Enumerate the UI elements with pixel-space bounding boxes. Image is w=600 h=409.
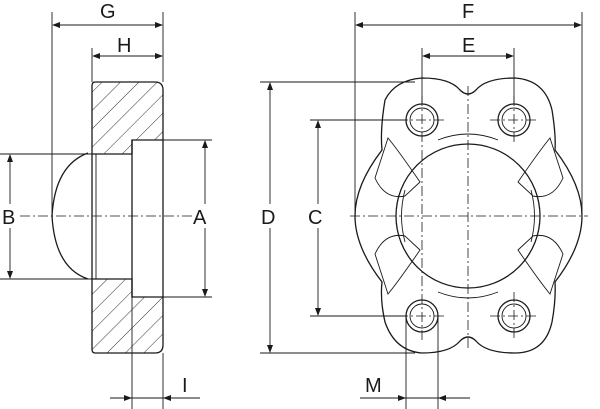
label-e: E <box>462 35 475 57</box>
label-a: A <box>193 207 207 229</box>
label-i: I <box>182 375 188 397</box>
front-view: F E D C M <box>260 1 588 409</box>
side-view: G H B A I <box>0 1 212 409</box>
pad-facet-upper-right <box>517 137 564 198</box>
pad-facet-lower-left <box>374 234 421 295</box>
label-d: D <box>261 207 275 229</box>
label-f: F <box>462 1 474 23</box>
label-c: C <box>308 207 322 229</box>
pad-facet-upper-left <box>374 137 421 198</box>
label-h: H <box>117 35 131 57</box>
pad-facet-lower-right <box>517 234 564 295</box>
flange-outline <box>354 77 583 354</box>
bottom-flange-section <box>91 278 164 354</box>
label-g: G <box>100 1 116 23</box>
label-b: B <box>2 207 15 229</box>
label-m: M <box>365 375 382 397</box>
top-flange-section <box>91 81 164 155</box>
